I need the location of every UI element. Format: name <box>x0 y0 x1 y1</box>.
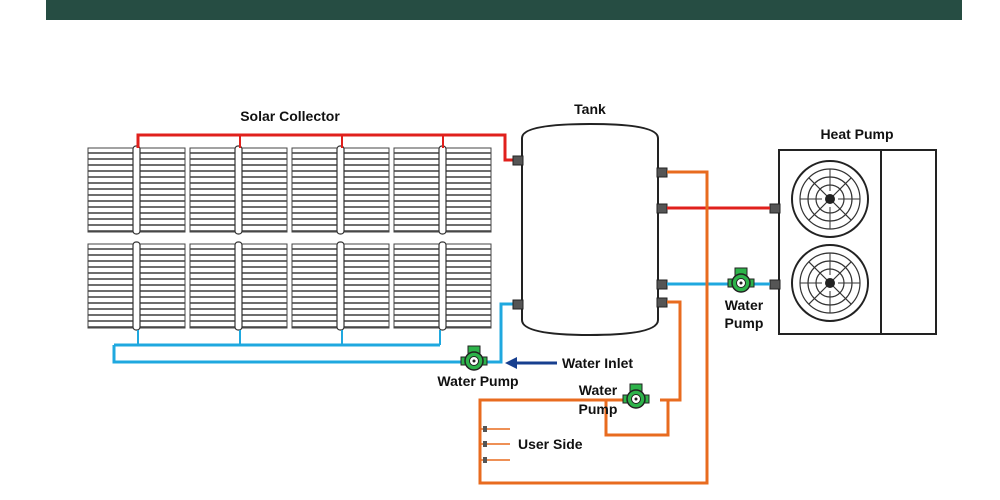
water-pump-icon <box>460 345 488 371</box>
collector-cold-pipe <box>112 302 514 364</box>
heat-pump-pump-label-line1: Water <box>725 297 764 313</box>
solar-panel-icon <box>87 145 492 331</box>
solar-panel <box>189 241 288 331</box>
solar-collector-label: Solar Collector <box>240 108 340 124</box>
heat-pump <box>769 149 937 335</box>
solar-panel <box>393 145 492 235</box>
collector-pump-label: Water Pump <box>437 373 518 389</box>
heat-pump-label: Heat Pump <box>820 126 893 142</box>
header-banner <box>46 0 962 20</box>
fan-icon <box>791 160 869 238</box>
tank <box>512 122 668 337</box>
collector-hot-risers <box>239 135 444 148</box>
water-inlet-label: Water Inlet <box>562 355 633 371</box>
solar-panel <box>189 145 288 235</box>
heat-pump-pump-label-line2: Pump <box>725 315 764 331</box>
user-pump-label-line1: Water <box>579 382 618 398</box>
water-pump-icon <box>727 267 755 293</box>
user-bypass-pipe <box>604 398 670 437</box>
user-return-pipe <box>660 300 682 402</box>
solar-panel <box>291 241 390 331</box>
solar-panel <box>291 145 390 235</box>
collector-cold-risers <box>137 330 441 345</box>
arrow-left-icon <box>505 357 557 369</box>
user-supply-pipe <box>478 170 709 485</box>
solar-panel <box>87 241 186 331</box>
solar-panel <box>87 145 186 235</box>
fan-icon <box>791 244 869 322</box>
user-side-taps <box>480 426 510 463</box>
solar-panel <box>393 241 492 331</box>
water-pump-icon <box>622 383 650 409</box>
user-side-label: User Side <box>518 436 583 452</box>
user-pump-label-line2: Pump <box>579 401 618 417</box>
collector-hot-pipe <box>136 133 514 162</box>
solar-collector <box>87 145 492 331</box>
tank-label: Tank <box>574 101 606 117</box>
